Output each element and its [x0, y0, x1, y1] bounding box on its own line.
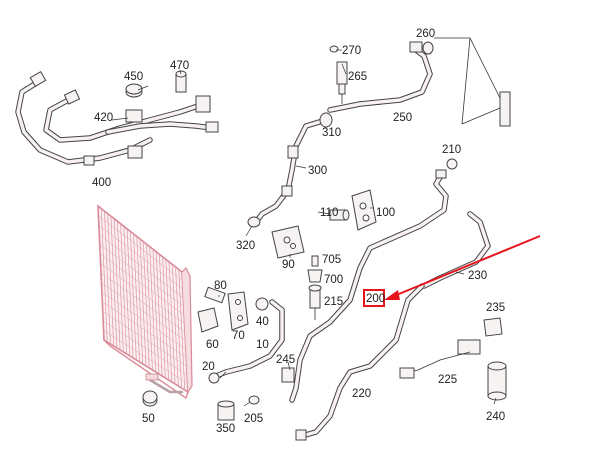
callout-205: 205 — [244, 413, 263, 425]
callout-700: 700 — [324, 274, 343, 286]
condenser-fin-cross — [102, 311, 187, 367]
part-205 — [248, 395, 260, 405]
condenser-fin-cross — [103, 320, 188, 376]
condenser-fin-cross — [99, 234, 184, 298]
callout-470: 470 — [170, 60, 189, 72]
callout-labels: 270 265 260 250 310 300 470 450 420 400 … — [92, 28, 505, 435]
callout-20: 20 — [202, 361, 215, 373]
callout-350: 350 — [216, 423, 235, 435]
part-20 — [208, 372, 220, 384]
callout-300: 300 — [308, 165, 327, 177]
callout-320: 320 — [236, 240, 255, 252]
callout-215: 215 — [324, 296, 343, 308]
callout-225: 225 — [438, 374, 457, 386]
callout-260: 260 — [416, 28, 435, 40]
callout-230: 230 — [468, 270, 487, 282]
callout-400: 400 — [92, 177, 111, 189]
part-450 — [125, 83, 143, 98]
callout-10: 10 — [256, 339, 269, 351]
condenser — [97, 204, 193, 400]
part-320 — [247, 216, 261, 228]
part-80 — [204, 286, 226, 304]
callout-245: 245 — [276, 354, 295, 366]
condenser-fin-cross — [102, 301, 187, 358]
part-240 — [487, 361, 507, 401]
callout-250: 250 — [393, 112, 412, 124]
callout-705: 705 — [322, 254, 341, 266]
part-235 — [483, 317, 503, 337]
condenser-fin-cross — [101, 282, 186, 341]
callout-450: 450 — [124, 71, 143, 83]
callout-200: 200 — [366, 293, 385, 305]
callout-70: 70 — [232, 330, 245, 342]
pipe-200 — [289, 169, 449, 403]
part-245 — [281, 367, 295, 383]
part-110 — [329, 209, 350, 221]
callout-240: 240 — [486, 411, 505, 423]
callout-40: 40 — [256, 316, 269, 328]
condenser-fin-cross — [100, 253, 185, 316]
callout-220: 220 — [352, 388, 371, 400]
part-350 — [217, 400, 235, 421]
condenser-fin-cross — [101, 291, 186, 350]
highlight-callout — [363, 235, 541, 307]
part-225 — [399, 339, 481, 379]
part-265-valve — [329, 45, 348, 104]
part-260-lines — [434, 37, 511, 127]
part-70 — [227, 291, 249, 331]
part-100 — [351, 189, 377, 231]
pipe-10 — [213, 299, 285, 379]
callout-50: 50 — [142, 413, 155, 425]
callout-80: 80 — [214, 280, 227, 292]
part-705 — [311, 255, 319, 267]
part-210 — [446, 158, 458, 170]
part-60 — [197, 307, 219, 333]
pipe-230 — [421, 211, 491, 289]
callout-270: 270 — [342, 45, 361, 57]
pipe-250 — [327, 41, 434, 113]
pipe-220 — [295, 283, 425, 441]
callout-110: 110 — [320, 207, 338, 219]
callout-60: 60 — [206, 339, 219, 351]
part-215 — [308, 284, 322, 320]
part-700 — [307, 269, 323, 283]
part-40 — [255, 297, 269, 311]
part-90 — [271, 225, 305, 259]
condenser-fin-cross — [98, 215, 183, 281]
leader-lines — [111, 49, 497, 407]
callout-100: 100 — [376, 207, 395, 219]
callout-90: 90 — [282, 259, 295, 271]
callout-235: 235 — [486, 302, 505, 314]
condenser-fin-cross — [98, 224, 183, 290]
condenser-fin-cross — [100, 272, 186, 333]
part-50 — [142, 390, 158, 407]
hose-400 — [15, 70, 219, 166]
condenser-fin-cross — [103, 330, 188, 384]
condenser-fin-cross — [99, 244, 184, 307]
callout-420: 420 — [94, 112, 113, 124]
callout-310: 310 — [322, 127, 341, 139]
callout-210: 210 — [442, 144, 461, 156]
condenser-fin-cross — [100, 263, 185, 324]
callout-265: 265 — [348, 71, 367, 83]
part-310 — [319, 112, 333, 128]
part-470 — [175, 70, 187, 93]
